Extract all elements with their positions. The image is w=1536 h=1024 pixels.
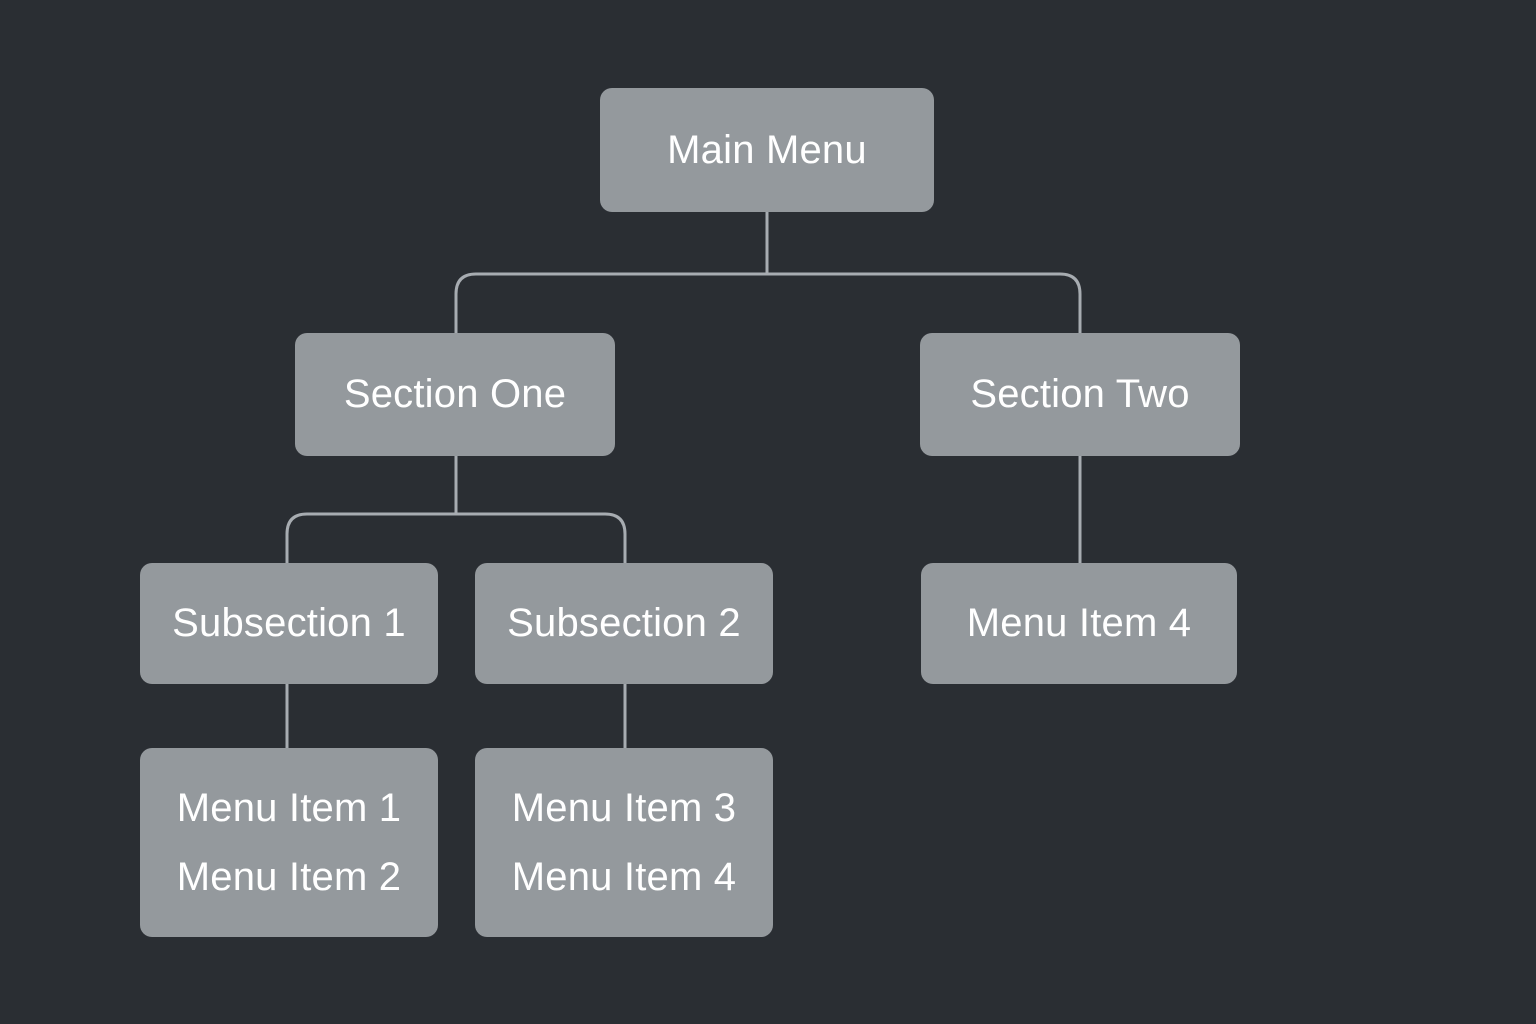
node-subsection-1[interactable]: Subsection 1	[140, 563, 438, 684]
menu-item-label[interactable]: Menu Item 3	[511, 785, 737, 830]
node-subsection-1-items: Menu Item 1 Menu Item 2	[140, 748, 438, 937]
node-subsection-2-items: Menu Item 3 Menu Item 4	[475, 748, 773, 937]
connector-section-one-branches	[285, 512, 627, 563]
node-section-one[interactable]: Section One	[295, 333, 615, 456]
node-subsection-2[interactable]: Subsection 2	[475, 563, 773, 684]
connector-root-branches	[454, 272, 1082, 333]
node-section-two-menu-item[interactable]: Menu Item 4	[921, 563, 1237, 684]
menu-item-label[interactable]: Menu Item 4	[511, 855, 737, 900]
node-section-two[interactable]: Section Two	[920, 333, 1240, 456]
menu-item-label[interactable]: Menu Item 2	[176, 855, 402, 900]
menu-item-label[interactable]: Menu Item 1	[176, 785, 402, 830]
node-main-menu[interactable]: Main Menu	[600, 88, 934, 212]
